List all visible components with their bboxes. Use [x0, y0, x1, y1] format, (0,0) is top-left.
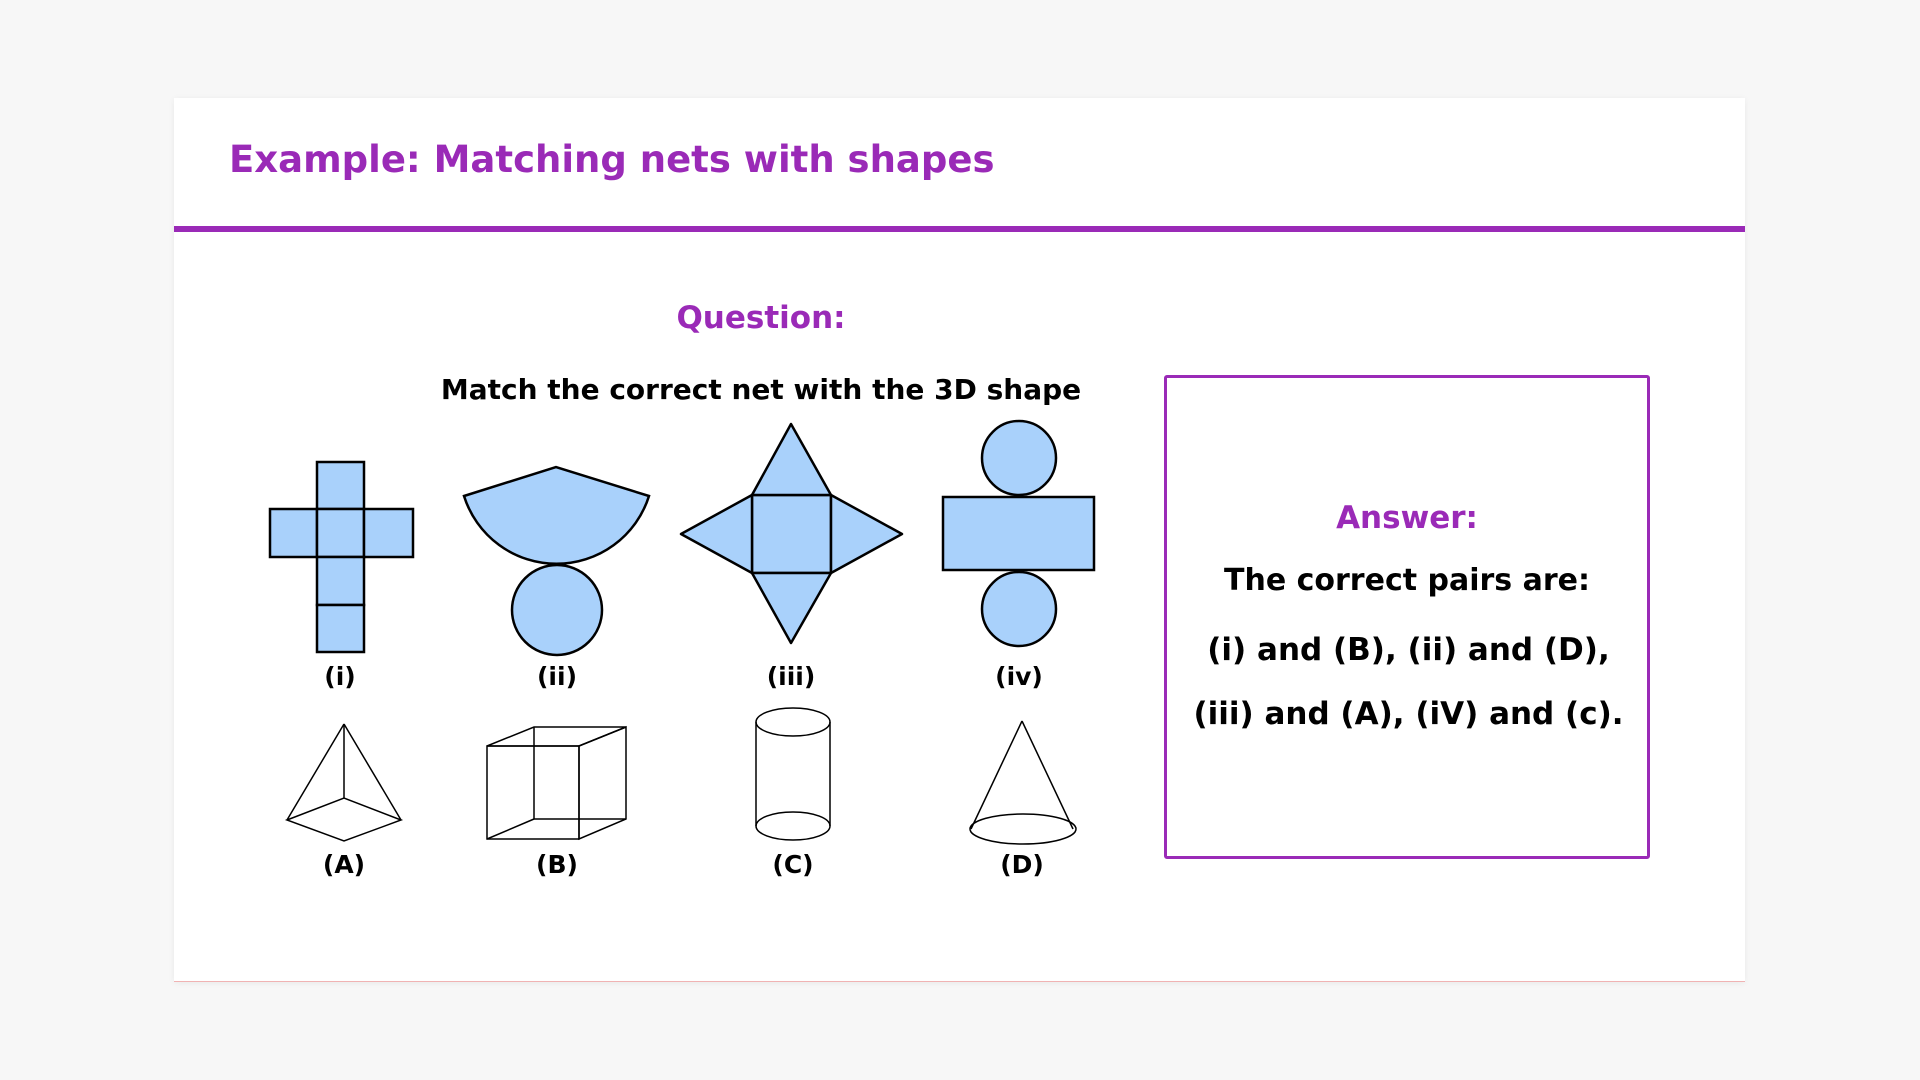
answer-label: Answer: — [1336, 500, 1478, 536]
net-label-ii: (ii) — [537, 662, 577, 691]
net-cone-figure — [462, 465, 651, 657]
solid-cone-figure — [969, 720, 1077, 845]
net-cylinder-figure — [941, 419, 1096, 648]
solid-cube-figure — [486, 725, 627, 841]
solid-label-c: (C) — [772, 850, 813, 879]
slide-title: Example: Matching nets with shapes — [229, 138, 995, 181]
answer-box: Answer: The correct pairs are: (i) and (… — [1164, 375, 1650, 859]
net-label-i: (i) — [324, 662, 355, 691]
answer-intro: The correct pairs are: — [1224, 563, 1590, 598]
answer-pairs: (i) and (B), (ii) and (D), (iii) and (A)… — [1193, 632, 1624, 732]
figures-canvas: (i) (ii) (iii) (iv) (A — [268, 419, 1096, 879]
solid-label-b: (B) — [536, 850, 578, 879]
solid-pyramid-figure — [284, 723, 404, 842]
title-divider — [174, 226, 1745, 232]
solid-label-d: (D) — [1000, 850, 1044, 879]
question-label: Question: — [676, 300, 846, 336]
net-label-iv: (iv) — [995, 662, 1043, 691]
question-text: Match the correct net with the 3D shape — [440, 373, 1082, 406]
solid-cylinder-figure — [755, 707, 831, 841]
net-label-iii: (iii) — [767, 662, 816, 691]
net-pyramid-figure — [679, 422, 904, 645]
slide: Example: Matching nets with shapes Quest… — [174, 98, 1745, 982]
net-cube-figure — [268, 460, 415, 654]
solid-label-a: (A) — [323, 850, 365, 879]
